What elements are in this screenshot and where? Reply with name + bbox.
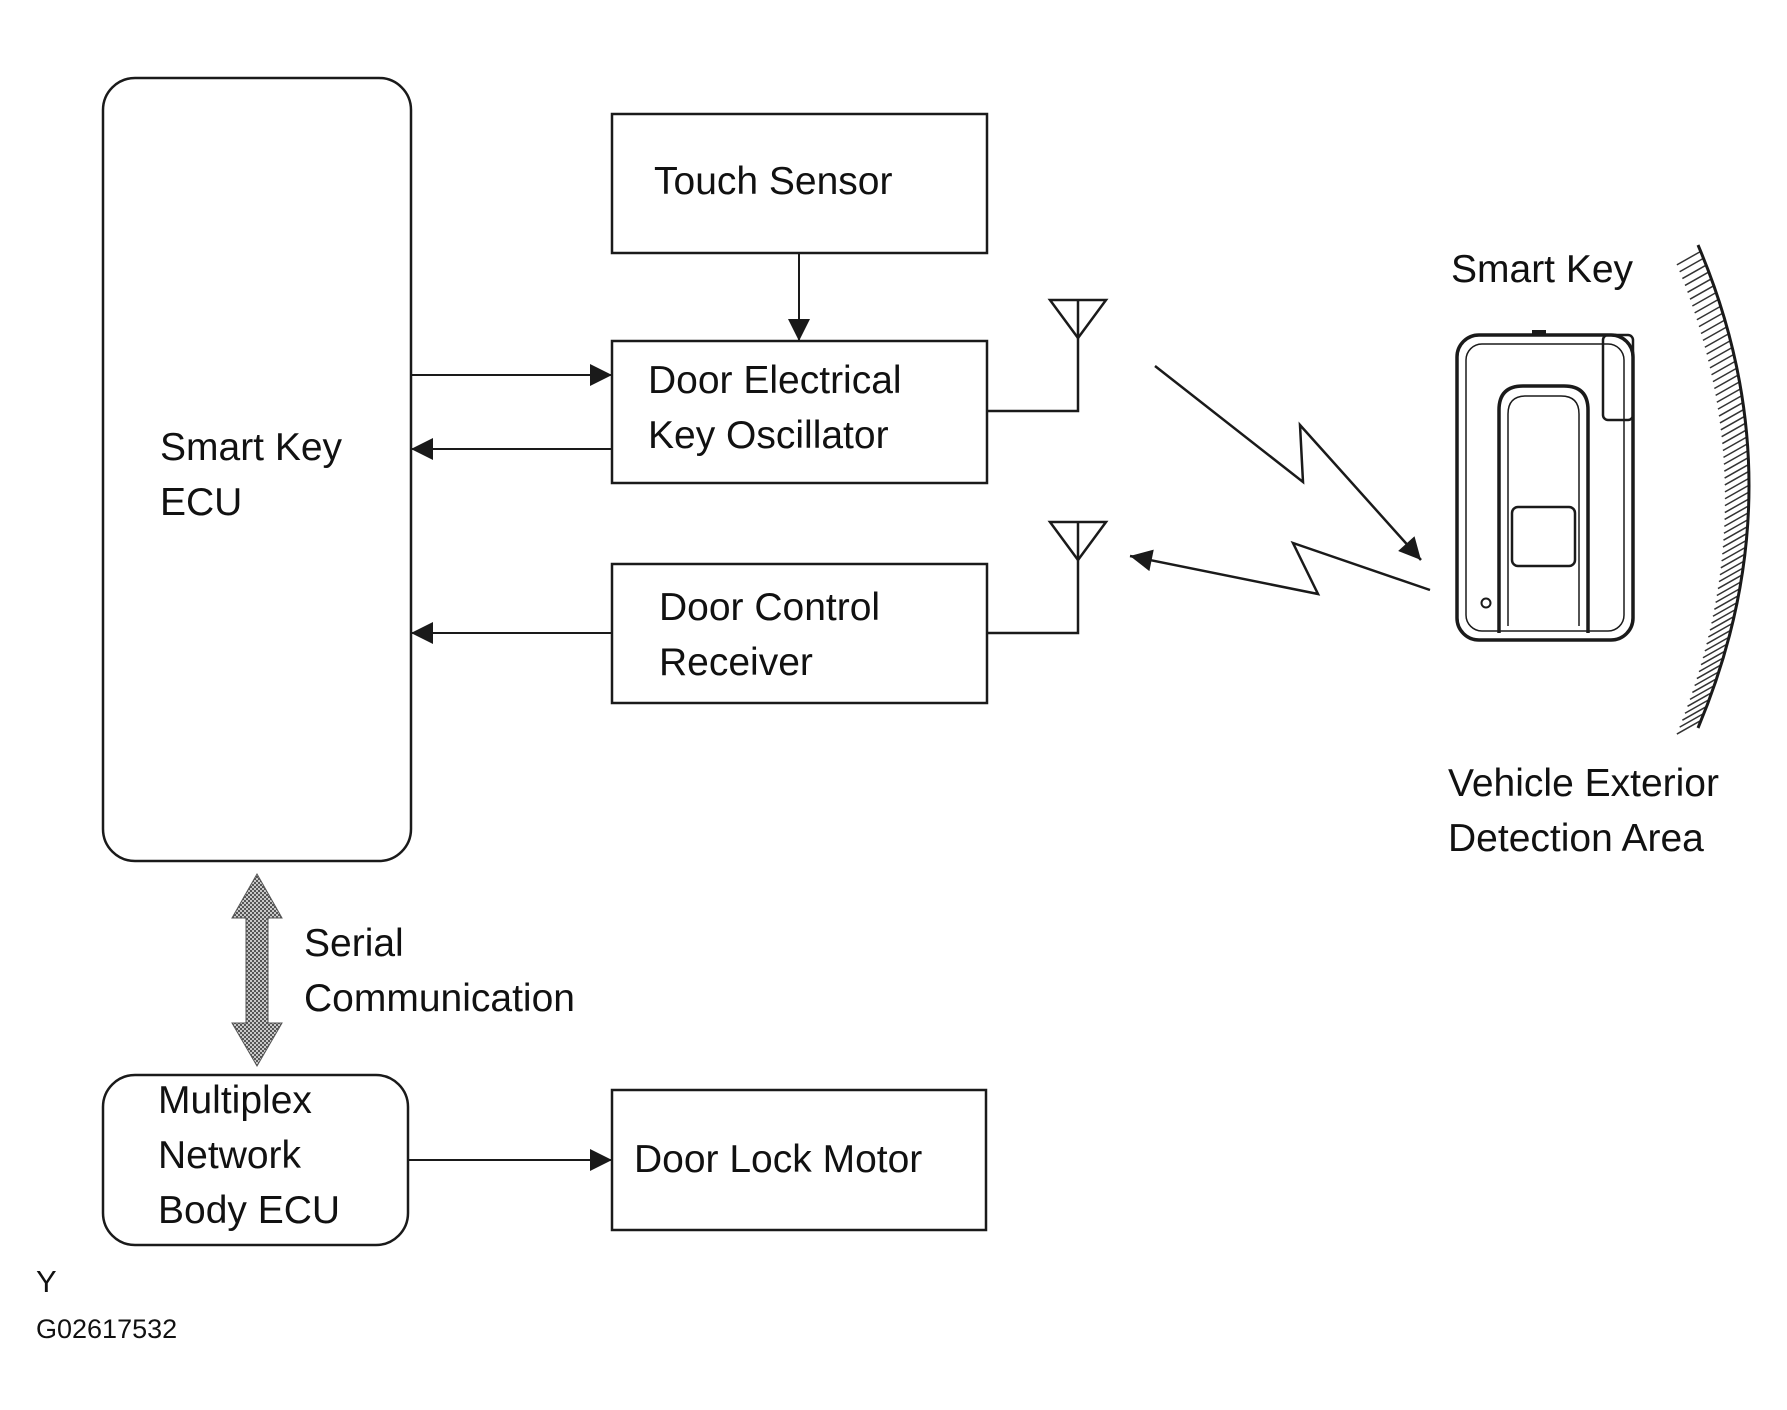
hatch-line <box>1722 533 1747 548</box>
hatch-line <box>1721 429 1746 445</box>
hatch-line <box>1709 616 1734 631</box>
hatch-line <box>1691 292 1716 307</box>
hatch-line <box>1700 651 1725 666</box>
hatch-line <box>1724 464 1748 479</box>
hatch-line <box>1676 720 1701 735</box>
hatch-line <box>1712 367 1737 383</box>
hatch-line <box>1681 264 1706 280</box>
hatch-line <box>1724 505 1748 521</box>
hatch-line <box>1687 692 1711 707</box>
hatch-line <box>1689 685 1714 701</box>
detection-area-boundary-icon <box>1676 244 1751 735</box>
hatch-line <box>1721 547 1745 562</box>
hatch-line <box>1719 561 1744 576</box>
hatch-line <box>1721 423 1745 438</box>
door-control-receiver-label: Door Control Receiver <box>659 586 881 684</box>
hatch-line <box>1689 285 1714 300</box>
hatch-line <box>1707 347 1732 362</box>
hatch-line <box>1717 574 1742 590</box>
hatch-line <box>1713 374 1738 390</box>
hatch-line <box>1720 554 1745 569</box>
smart-key-label: Smart Key <box>1451 248 1634 291</box>
hatch-line <box>1706 340 1731 355</box>
hatch-line <box>1723 526 1747 541</box>
door-electrical-key-oscillator-label: Door Electrical Key Oscillator <box>648 359 902 457</box>
smart-key-ecu-box <box>101 76 413 863</box>
figure-code: G02617532 <box>36 1314 178 1344</box>
hatch-line <box>1723 443 1747 459</box>
hatch-line <box>1720 416 1745 431</box>
oscillator-antenna-icon <box>987 298 1109 413</box>
serial-communication-double-arrow-icon <box>231 872 283 1067</box>
hatch-line <box>1709 354 1734 369</box>
hatch-line <box>1694 299 1719 314</box>
smart-key-ecu-label: Smart Key ECU <box>160 426 343 524</box>
hatch-line <box>1724 471 1749 486</box>
hatch-line <box>1687 278 1711 293</box>
hatch-line <box>1704 333 1729 348</box>
hatch-line <box>1723 512 1748 528</box>
hatch-line <box>1711 361 1735 376</box>
hatch-line <box>1713 595 1738 610</box>
receiver-antenna-icon <box>987 520 1109 635</box>
multiplex-network-body-ecu-label: Multiplex Network Body ECU <box>158 1079 341 1232</box>
hatch-line <box>1723 519 1748 534</box>
hatch-line <box>1715 588 1740 604</box>
hatch-line <box>1723 450 1748 465</box>
hatch-line <box>1715 381 1740 397</box>
hatch-line <box>1684 699 1709 714</box>
hatch-line <box>1724 485 1749 500</box>
hatch-line <box>1679 713 1704 728</box>
transmit-signal-arrow <box>1154 365 1422 561</box>
hatch-line <box>1702 644 1727 659</box>
hatch-line <box>1721 540 1746 555</box>
hatch-line <box>1723 457 1748 472</box>
hatch-line <box>1694 671 1719 687</box>
hatch-line <box>1716 388 1741 403</box>
hatch-line <box>1691 678 1716 694</box>
serial-communication-label: Serial Communication <box>304 922 575 1020</box>
hatch-line <box>1724 491 1749 507</box>
hatch-line <box>1696 306 1721 321</box>
door-lock-motor-label: Door Lock Motor <box>634 1138 923 1181</box>
smart-key-fob-icon <box>1455 330 1635 642</box>
hatch-line <box>1722 436 1747 452</box>
hatch-line <box>1716 581 1741 597</box>
hatch-line <box>1707 623 1732 638</box>
hatch-line <box>1698 312 1723 328</box>
hatch-line <box>1712 602 1737 617</box>
touch-sensor-label: Touch Sensor <box>654 160 893 203</box>
hatch-line <box>1676 251 1701 266</box>
hatch-line <box>1700 319 1725 335</box>
footer-letter: Y <box>36 1264 57 1299</box>
hatch-line <box>1718 567 1743 583</box>
hatch-line <box>1719 409 1744 424</box>
receive-signal-arrow <box>1129 540 1431 596</box>
hatch-line <box>1679 258 1704 273</box>
hatch-line <box>1724 498 1749 514</box>
hatch-line <box>1704 637 1729 652</box>
hatch-line <box>1696 664 1721 680</box>
hatch-line <box>1711 609 1735 624</box>
hatch-line <box>1706 630 1731 645</box>
hatch-line <box>1684 271 1709 287</box>
hatch-line <box>1724 478 1749 493</box>
detection-area-label: Vehicle Exterior Detection Area <box>1448 762 1719 860</box>
hatch-line <box>1717 395 1742 410</box>
hatch-line <box>1702 326 1727 342</box>
hatch-line <box>1681 706 1706 721</box>
hatch-line <box>1718 402 1743 417</box>
hatch-line <box>1698 657 1723 673</box>
